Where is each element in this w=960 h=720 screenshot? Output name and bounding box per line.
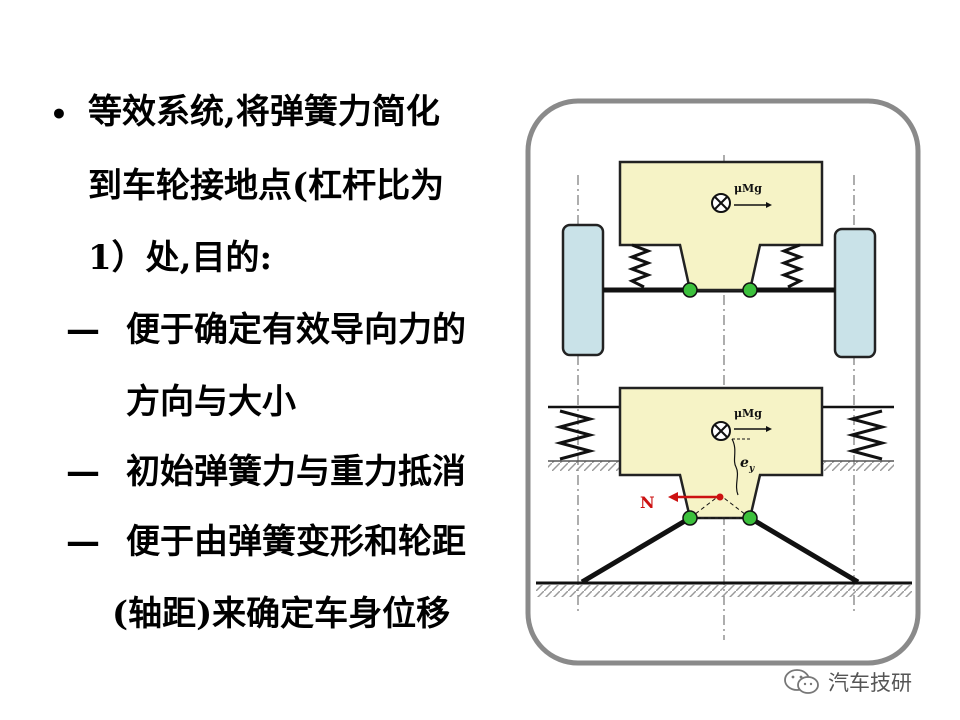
bullet-line-1: 等效系统,将弹簧力简化	[88, 92, 440, 132]
roll-center-point	[716, 493, 724, 501]
offset-dimension	[731, 438, 739, 496]
item-2-line-1: 初始弹簧力与重力抵消	[126, 452, 466, 492]
bottom-suspension: μMg e y N	[536, 386, 912, 597]
top-joint-right	[742, 282, 758, 298]
item-1-line-1: 便于确定有效导向力的	[126, 310, 466, 350]
bottom-force-label: μMg	[734, 407, 762, 420]
dash-3: —	[66, 522, 100, 562]
left-control-arm	[580, 515, 692, 585]
bottom-joint-right	[742, 510, 758, 526]
bullet-line-2: 到车轮接地点(杠杆比为	[88, 166, 445, 206]
top-left-spring	[627, 243, 653, 289]
watermark: 汽车技研	[782, 664, 942, 700]
left-wheel	[561, 223, 605, 357]
top-joint-left	[682, 282, 698, 298]
bullet-line-3: 1）处,目的:	[88, 238, 273, 278]
left-spring-ground	[548, 461, 620, 471]
bottom-left-spring	[554, 409, 596, 461]
item-1-line-2: 方向与大小	[126, 382, 296, 422]
top-right-spring	[779, 243, 805, 289]
suspension-diagram: μMg μMg e y	[525, 98, 921, 666]
offset-label: e	[740, 455, 749, 471]
wechat-icon	[784, 669, 819, 694]
normal-force-label: N	[640, 493, 655, 512]
item-3-line-2: (轴距)来确定车身位移	[112, 594, 451, 634]
offset-subscript: y	[748, 464, 755, 474]
bottom-right-spring	[846, 409, 888, 461]
top-suspension: μMg	[561, 160, 877, 359]
ground-hatch	[536, 585, 912, 597]
right-control-arm	[748, 515, 860, 585]
top-force-label: μMg	[734, 182, 762, 195]
bottom-joint-left	[682, 510, 698, 526]
slide-text: • 等效系统,将弹簧力简化 到车轮接地点(杠杆比为 1）处,目的: — 便于确定…	[50, 92, 466, 634]
bullet-dot: •	[50, 98, 68, 131]
dash-2: —	[66, 452, 100, 492]
item-3-line-1: 便于由弹簧变形和轮距	[126, 522, 466, 562]
right-wheel	[833, 227, 877, 359]
dash-1: —	[66, 310, 100, 350]
watermark-text: 汽车技研	[828, 671, 912, 695]
right-spring-ground	[822, 461, 894, 471]
